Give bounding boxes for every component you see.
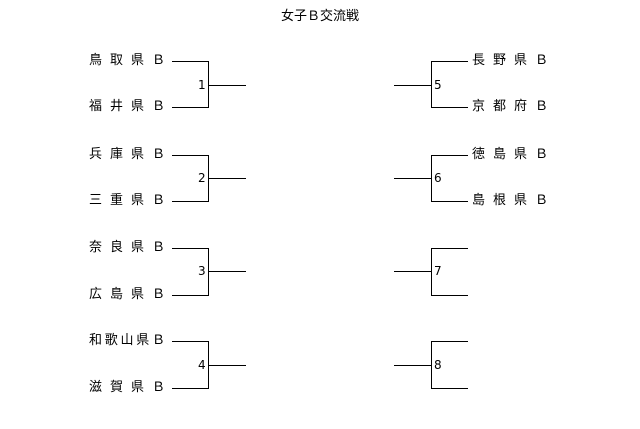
team-left-2a: 兵 庫 県 Ｂ — [89, 147, 165, 162]
match-number-6: 6 — [434, 171, 442, 185]
bracket-title: 女子Ｂ交流戦 — [280, 9, 359, 24]
team-left-1a: 鳥 取 県 Ｂ — [89, 53, 165, 68]
team-right-6a: 徳 島 県 Ｂ — [472, 147, 548, 162]
match-number-2: 2 — [198, 171, 206, 185]
match-number-1: 1 — [198, 78, 206, 92]
bracket-right-6 — [394, 155, 468, 202]
match-number-8: 8 — [434, 358, 442, 372]
bracket-left-2 — [172, 155, 246, 202]
bracket-right-5 — [394, 61, 468, 108]
team-left-4a: 和歌山県Ｂ — [89, 333, 165, 348]
bracket-left-3 — [172, 248, 246, 296]
match-number-4: 4 — [198, 358, 206, 372]
bracket-left-4 — [172, 341, 246, 389]
match-number-3: 3 — [198, 264, 206, 278]
team-left-1b: 福 井 県 Ｂ — [89, 99, 165, 114]
team-left-3a: 奈 良 県 Ｂ — [89, 240, 165, 255]
team-right-6b: 島 根 県 Ｂ — [472, 193, 548, 208]
team-right-5b: 京 都 府 Ｂ — [472, 99, 548, 114]
bracket-right-7 — [394, 248, 468, 296]
team-right-5a: 長 野 県 Ｂ — [472, 53, 548, 68]
match-number-7: 7 — [434, 264, 442, 278]
bracket-left-1 — [172, 61, 246, 108]
team-left-2b: 三 重 県 Ｂ — [89, 193, 165, 208]
bracket-right-8 — [394, 341, 468, 389]
match-number-5: 5 — [434, 78, 442, 92]
team-left-3b: 広 島 県 Ｂ — [89, 287, 165, 302]
team-left-4b: 滋 賀 県 Ｂ — [89, 380, 165, 395]
